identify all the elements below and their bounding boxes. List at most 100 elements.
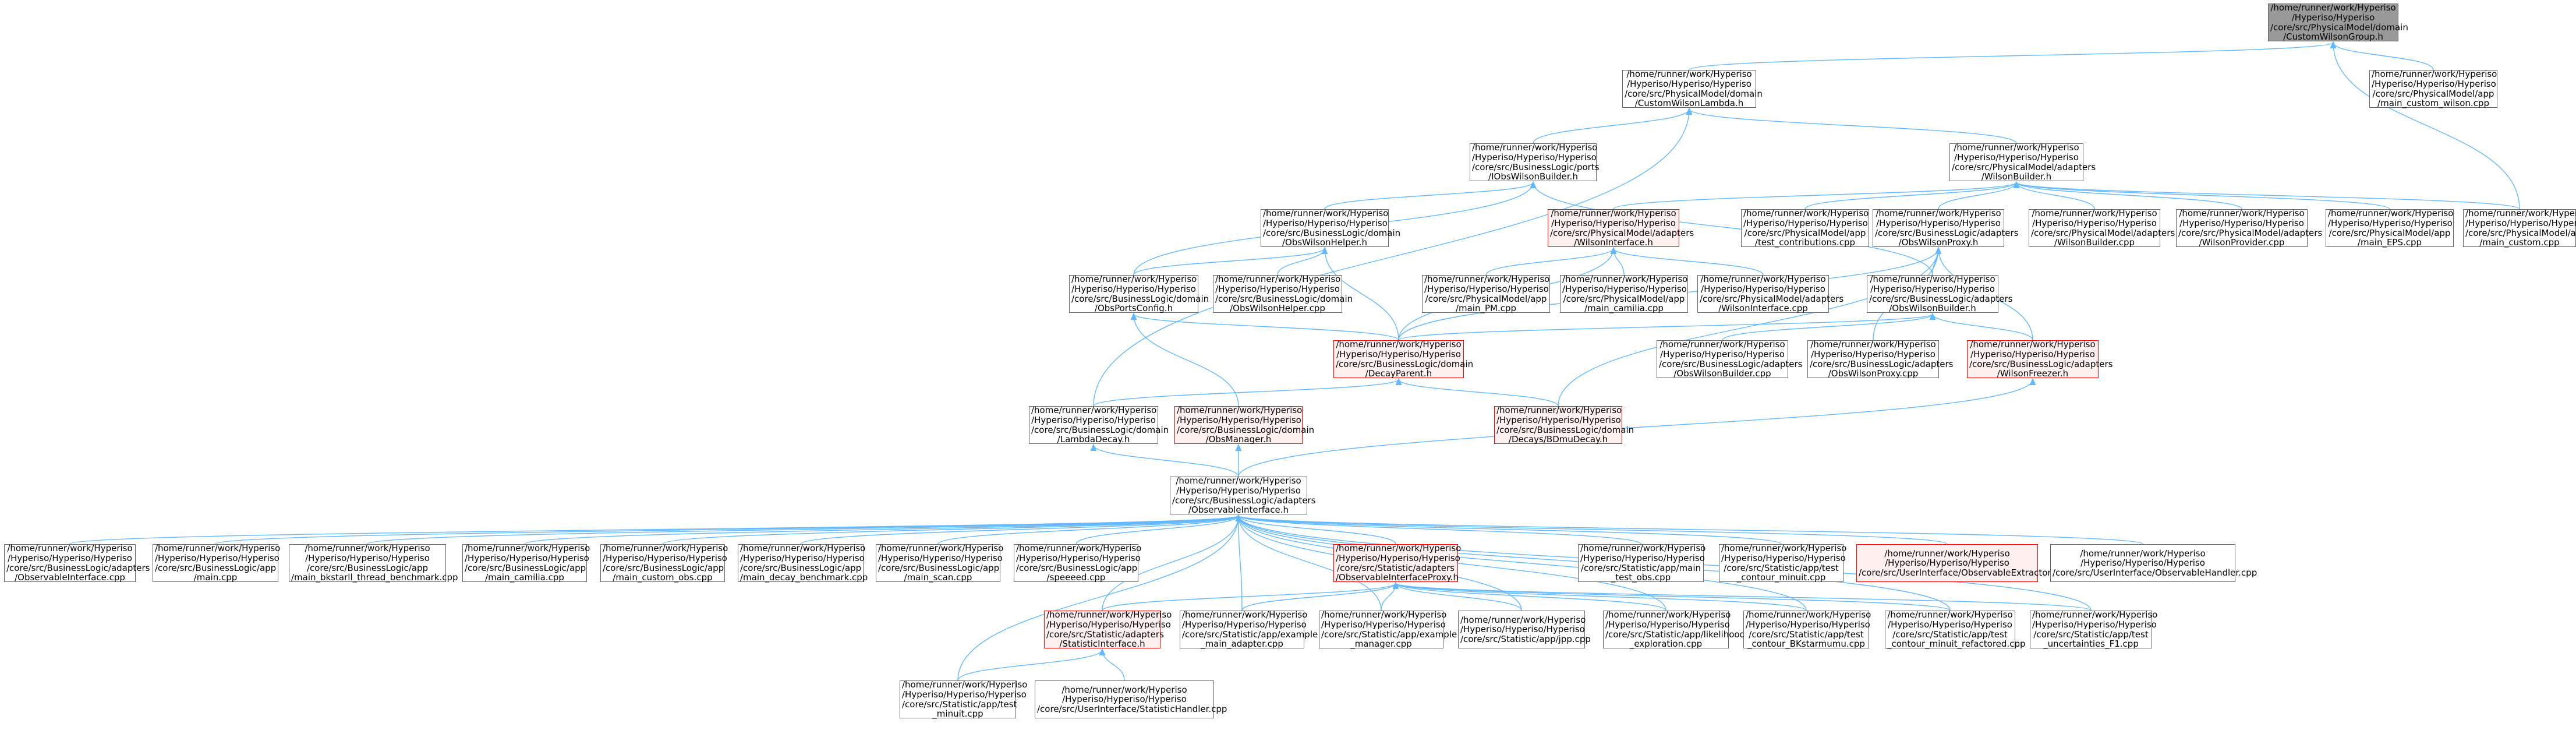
edge-om-h-to-opc-h xyxy=(1134,314,1239,407)
node-label-line: /Hyperiso/Hyperiso/Hyperiso xyxy=(1885,558,2009,569)
graph-node-wi-h[interactable]: /home/runner/work/Hyperiso/Hyperiso/Hype… xyxy=(1548,209,1694,247)
node-label-line: /Hyperiso/Hyperiso/Hyperiso xyxy=(1876,217,2001,228)
node-label-line: /home/runner/work/Hyperiso xyxy=(1562,274,1688,285)
graph-node-ui-oh-cpp[interactable]: /home/runner/work/Hyperiso/Hyperiso/Hype… xyxy=(2050,544,2257,582)
graph-node-bl-main[interactable]: /home/runner/work/Hyperiso/Hyperiso/Hype… xyxy=(153,544,280,582)
graph-node-opc-h[interactable]: /home/runner/work/Hyperiso/Hyperiso/Hype… xyxy=(1069,274,1209,313)
graph-node-oi-cpp[interactable]: /home/runner/work/Hyperiso/Hyperiso/Hype… xyxy=(4,543,150,582)
graph-node-owb-cpp[interactable]: /home/runner/work/Hyperiso/Hyperiso/Hype… xyxy=(1657,340,1802,378)
graph-node-owp-cpp[interactable]: /home/runner/work/Hyperiso/Hyperiso/Hype… xyxy=(1807,340,1953,378)
node-label-line: /home/runner/work/Hyperiso xyxy=(2032,609,2158,620)
node-label-line: /core/src/BusinessLogic/adapters xyxy=(1869,293,2013,304)
graph-node-oi-h[interactable]: /home/runner/work/Hyperiso/Hyperiso/Hype… xyxy=(1170,476,1315,516)
node-label-line: _manager.cpp xyxy=(1350,639,1412,650)
graph-node-wprov[interactable]: /home/runner/work/Hyperiso/Hyperiso/Hype… xyxy=(2176,209,2322,247)
node-label-line: /core/src/PhysicalModel/adapters xyxy=(2031,227,2175,238)
node-label-line: /home/runner/work/Hyperiso xyxy=(1071,274,1197,285)
graph-node-owp-h[interactable]: /home/runner/work/Hyperiso/Hyperiso/Hype… xyxy=(1873,209,2018,247)
graph-node-bl-camilia[interactable]: /home/runner/work/Hyperiso/Hyperiso/Hype… xyxy=(462,544,590,582)
graph-node-ui-sh-cpp[interactable]: /home/runner/work/Hyperiso/Hyperiso/Hype… xyxy=(1035,680,1227,718)
node-label-line: /ObservableInterface.h xyxy=(1188,505,1289,516)
graph-node-ui-oe-h[interactable]: /home/runner/work/Hyperiso/Hyperiso/Hype… xyxy=(1856,544,2058,582)
node-label-line: /test_contributions.cpp xyxy=(1754,237,1856,248)
graph-node-si-h[interactable]: /home/runner/work/Hyperiso/Hyperiso/Hype… xyxy=(1044,610,1172,648)
edge-cwl-to-cwg xyxy=(1689,43,2333,70)
graph-node-st-ex-main-adapter[interactable]: /home/runner/work/Hyperiso/Hyperiso/Hype… xyxy=(1180,609,1318,648)
graph-node-bdmu-h[interactable]: /home/runner/work/Hyperiso/Hyperiso/Hype… xyxy=(1494,405,1634,445)
graph-node-st-main-test-obs[interactable]: /home/runner/work/Hyperiso/Hyperiso/Hype… xyxy=(1578,543,1706,582)
graph-node-owh-cpp[interactable]: /home/runner/work/Hyperiso/Hyperiso/Hype… xyxy=(1213,274,1353,313)
node-label-line: /Hyperiso/Hyperiso/Hyperiso xyxy=(1627,78,1751,89)
graph-node-wb-h[interactable]: /home/runner/work/Hyperiso/Hyperiso/Hype… xyxy=(1949,143,2096,181)
node-label-line: /home/runner/work/Hyperiso xyxy=(1884,548,2010,559)
edge-wb-h-to-cwl xyxy=(1689,109,2017,144)
edge-main-custom-wilson-to-cwg xyxy=(2333,43,2434,70)
node-label-line: /speeeed.cpp xyxy=(1046,572,1106,583)
graph-node-st-jpp[interactable]: /home/runner/work/Hyperiso/Hyperiso/Hype… xyxy=(1458,611,1591,648)
edge-bdmu-h-to-owp-h xyxy=(1558,248,1938,407)
graph-node-bl-speeed[interactable]: /home/runner/work/Hyperiso/Hyperiso/Hype… xyxy=(1014,544,1141,583)
node-label-line: /home/runner/work/Hyperiso xyxy=(1580,543,1706,554)
node-label-line: /home/runner/work/Hyperiso xyxy=(1700,274,1826,285)
graph-node-cwg[interactable]: /home/runner/work/Hyperiso/Hyperiso/Hype… xyxy=(2268,2,2408,41)
edge-bl-bkstar-to-oi-h xyxy=(367,516,1239,545)
graph-node-st-uncert[interactable]: /home/runner/work/Hyperiso/Hyperiso/Hype… xyxy=(2030,609,2158,650)
node-label-line: /home/runner/work/Hyperiso xyxy=(603,543,728,554)
graph-node-st-contour-bkstar[interactable]: /home/runner/work/Hyperiso/Hyperiso/Hype… xyxy=(1743,610,1871,650)
graph-node-main-pm[interactable]: /home/runner/work/Hyperiso/Hyperiso/Hype… xyxy=(1422,274,1550,313)
graph-node-bl-bkstar[interactable]: /home/runner/work/Hyperiso/Hyperiso/Hype… xyxy=(289,544,458,582)
node-label-line: /Hyperiso/Hyperiso/Hyperiso xyxy=(2080,558,2205,569)
node-label-line: /Hyperiso/Hyperiso/Hyperiso xyxy=(1182,619,1307,630)
node-label-line: /core/src/PhysicalModel/adapters xyxy=(1550,227,1694,238)
node-label-line: /Hyperiso/Hyperiso/Hyperiso xyxy=(1177,414,1301,425)
node-label-line: /core/src/BusinessLogic/adapters xyxy=(1969,358,2113,369)
edge-wprov-to-wb-h xyxy=(2016,182,2242,210)
graph-node-st-test-contour-minuit[interactable]: /home/runner/work/Hyperiso/Hyperiso/Hype… xyxy=(1719,544,1846,582)
graph-node-wf-h[interactable]: /home/runner/work/Hyperiso/Hyperiso/Hype… xyxy=(1967,340,2113,378)
node-label-line: /home/runner/work/Hyperiso xyxy=(1182,609,1308,620)
node-label-line: /core/src/Statistic/app/test xyxy=(902,699,1017,710)
node-label-line: /Hyperiso/Hyperiso/Hyperiso xyxy=(1031,414,1156,425)
edge-dp-h-to-owh-h xyxy=(1325,248,1399,341)
graph-node-main-eps[interactable]: /home/runner/work/Hyperiso/Hyperiso/Hype… xyxy=(2326,209,2454,247)
graph-node-test-contrib[interactable]: /home/runner/work/Hyperiso/Hyperiso/Hype… xyxy=(1741,209,1869,247)
graph-node-iobswb[interactable]: /home/runner/work/Hyperiso/Hyperiso/Hype… xyxy=(1470,143,1600,181)
node-label-line: /Decays/BDmuDecay.h xyxy=(1508,434,1608,445)
graph-node-ld-h[interactable]: /home/runner/work/Hyperiso/Hyperiso/Hype… xyxy=(1029,405,1169,445)
graph-node-om-h[interactable]: /home/runner/work/Hyperiso/Hyperiso/Hype… xyxy=(1174,405,1314,444)
node-label-line: /core/src/BusinessLogic/app xyxy=(306,562,429,573)
graph-node-dp-h[interactable]: /home/runner/work/Hyperiso/Hyperiso/Hype… xyxy=(1333,340,1473,378)
graph-node-main-custom-wilson[interactable]: /home/runner/work/Hyperiso/Hyperiso/Hype… xyxy=(2369,69,2497,108)
node-label-line: /LambdaDecay.h xyxy=(1057,434,1130,445)
graph-node-main-camilia-pm[interactable]: /home/runner/work/Hyperiso/Hyperiso/Hype… xyxy=(1560,274,1688,313)
graph-node-main-custom[interactable]: /home/runner/work/Hyperiso/Hyperiso/Hype… xyxy=(2463,209,2576,247)
graph-node-cwl[interactable]: /home/runner/work/Hyperiso/Hyperiso/Hype… xyxy=(1622,69,1763,108)
graph-node-owb-h[interactable]: /home/runner/work/Hyperiso/Hyperiso/Hype… xyxy=(1867,274,2013,313)
graph-node-oip-h[interactable]: /home/runner/work/Hyperiso/Hyperiso/Hype… xyxy=(1333,544,1461,582)
graph-node-wb-cpp[interactable]: /home/runner/work/Hyperiso/Hyperiso/Hype… xyxy=(2029,209,2175,248)
node-label-line: _contour_BKstarmumu.cpp xyxy=(1747,639,1865,650)
graph-node-st-test-minuit[interactable]: /home/runner/work/Hyperiso/Hyperiso/Hype… xyxy=(900,680,1027,718)
edge-layer xyxy=(69,43,2520,681)
edge-st-likelihood-to-oip-h xyxy=(1396,583,1666,611)
node-label-line: /Hyperiso/Hyperiso/Hyperiso xyxy=(1176,485,1301,496)
node-label-line: /WilsonBuilder.cpp xyxy=(2054,237,2135,248)
node-label-line: _uncertainties_F1.cpp xyxy=(2043,639,2139,650)
node-label-line: /core/src/PhysicalModel/app xyxy=(2329,227,2451,238)
graph-node-st-ex-manager[interactable]: /home/runner/work/Hyperiso/Hyperiso/Hype… xyxy=(1319,610,1457,650)
graph-node-st-contour-refactored[interactable]: /home/runner/work/Hyperiso/Hyperiso/Hype… xyxy=(1885,610,2026,648)
graph-node-bl-custom-obs[interactable]: /home/runner/work/Hyperiso/Hyperiso/Hype… xyxy=(600,543,728,582)
node-label-line: /Hyperiso/Hyperiso/Hyperiso xyxy=(1071,283,1196,294)
node-label-line: /home/runner/work/Hyperiso xyxy=(2270,2,2396,13)
node-label-line: /core/src/BusinessLogic/app xyxy=(465,562,586,573)
graph-node-wi-cpp[interactable]: /home/runner/work/Hyperiso/Hyperiso/Hype… xyxy=(1697,274,1843,314)
node-label-line: /Hyperiso/Hyperiso/Hyperiso xyxy=(1263,217,1388,228)
graph-node-owh-h[interactable]: /home/runner/work/Hyperiso/Hyperiso/Hype… xyxy=(1261,209,1400,247)
graph-node-bl-scan[interactable]: /home/runner/work/Hyperiso/Hyperiso/Hype… xyxy=(876,544,1003,582)
node-label-line: /home/runner/work/Hyperiso xyxy=(7,543,133,554)
graph-node-st-likelihood[interactable]: /home/runner/work/Hyperiso/Hyperiso/Hype… xyxy=(1603,610,1745,648)
node-label-line: /home/runner/work/Hyperiso xyxy=(740,543,866,554)
node-label-line: /WilsonInterface.cpp xyxy=(1718,303,1808,314)
node-label-line: /core/src/UserInterface/ObservableHandle… xyxy=(2053,567,2257,578)
graph-node-bl-decay-bench[interactable]: /home/runner/work/Hyperiso/Hyperiso/Hype… xyxy=(738,543,868,582)
